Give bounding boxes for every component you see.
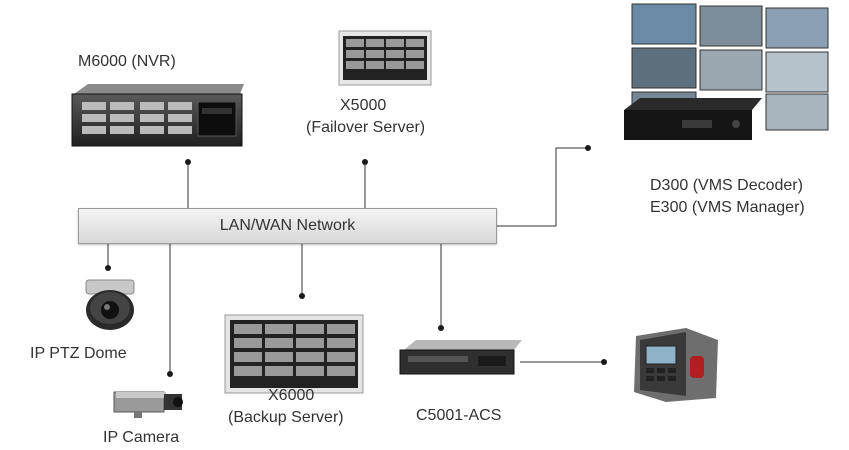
x5000-sublabel: (Failover Server) [306,119,426,136]
lan-wan-network-label: LAN/WAN Network [219,217,356,234]
node-dot [299,293,305,299]
nvr-server-icon [71,84,244,147]
node-dot [105,265,111,271]
failover-server-icon [338,30,432,86]
access-reader-icon [634,328,718,402]
video-wall-decoder-icon [624,3,829,140]
access-control-server-icon [399,340,522,375]
node-dot [185,159,191,165]
backup-server-icon [224,314,364,394]
node-dot [585,145,591,151]
x5000-label: X5000 [340,97,387,114]
x6000-sublabel: (Backup Server) [228,409,344,426]
x6000-label: X6000 [268,387,315,404]
m6000-label: M6000 (NVR) [78,53,176,70]
camera-label: IP Camera [103,429,180,446]
vms-decoder-label: D300 (VMS Decoder) [650,177,803,194]
vms-manager-label: E300 (VMS Manager) [650,199,805,216]
c5001-label: C5001-ACS [416,407,502,424]
lan-wan-network-bar: LAN/WAN Network [78,208,497,244]
node-dot [438,325,444,331]
node-dot [601,359,607,365]
ptz-dome-camera-icon [85,279,135,330]
ip-camera-icon [113,391,183,418]
wire-vms [495,147,588,227]
ptz-label: IP PTZ Dome [30,345,127,362]
node-dot [167,371,173,377]
node-dot [362,159,368,165]
